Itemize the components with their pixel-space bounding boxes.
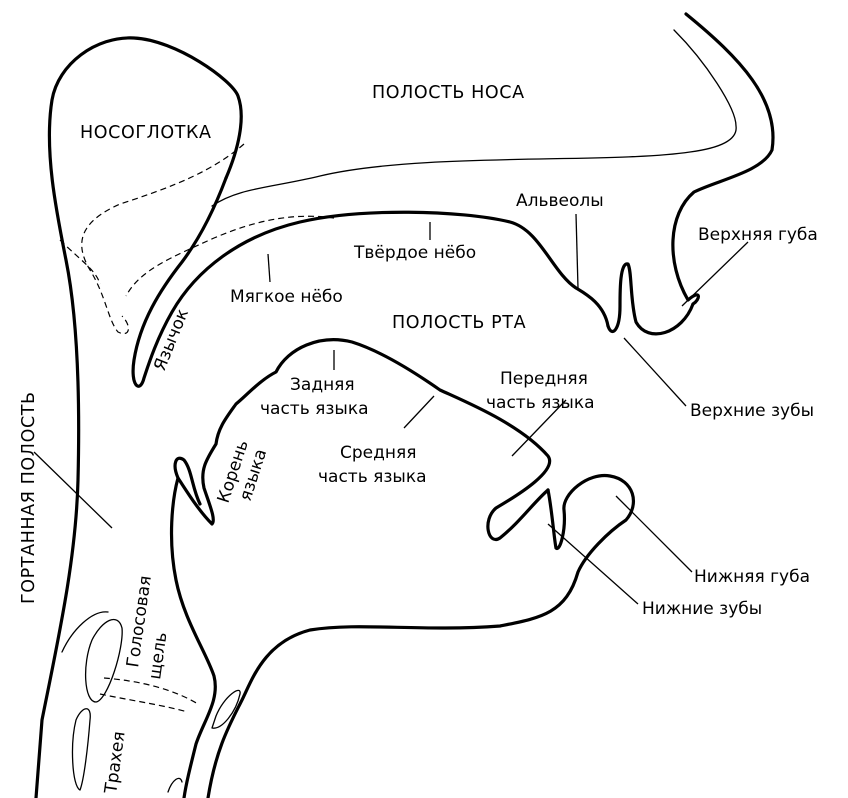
velum-dashed-2 [125, 215, 335, 297]
leader-mid-tongue [403, 395, 435, 429]
label-upper-teeth: Верхние зубы [690, 401, 814, 421]
esophagus-shape-2 [167, 777, 183, 793]
nasopharynx-outline [34, 36, 243, 798]
label-nasopharynx: НОСОГЛОТКА [80, 123, 212, 143]
label-lower-lip: Нижняя губа [694, 567, 810, 587]
label-nasal-cavity: ПОЛОСТЬ НОСА [372, 83, 525, 103]
lower-teeth-outline [206, 473, 636, 798]
label-glottis-2: щель [145, 631, 171, 681]
velum-dashed-3 [59, 239, 101, 285]
tongue-outline [173, 338, 552, 542]
label-lower-teeth: Нижние зубы [642, 599, 762, 619]
palate-outline [131, 176, 610, 388]
label-soft-palate: Мягкое нёбо [230, 287, 343, 307]
label-mid-tongue-1: Средняя [340, 443, 416, 463]
trachea-ring-1 [84, 618, 123, 703]
trachea-ring-2 [71, 708, 91, 791]
glottis-dashed-2 [99, 693, 189, 713]
leader-laryngeal [33, 451, 113, 529]
label-front-tongue-1: Передняя [500, 369, 588, 389]
label-laryngeal-cavity: ГОРТАННАЯ ПОЛОСТЬ [19, 391, 39, 604]
leader-upper-teeth [623, 337, 687, 407]
nose-face-outline [671, 12, 775, 306]
label-hard-palate: Твёрдое нёбо [353, 243, 476, 263]
leader-front-tongue [511, 399, 567, 457]
leader-lower-lip [615, 495, 693, 573]
label-upper-lip: Верхняя губа [698, 225, 818, 245]
nose-inner-line [211, 29, 737, 207]
label-mid-tongue-2: часть языка [318, 467, 427, 487]
label-back-tongue-1: Задняя [290, 375, 355, 395]
upper-lip-outline [606, 262, 695, 336]
label-back-tongue-2: часть языка [260, 399, 369, 419]
esophagus-shape [211, 689, 241, 729]
leader-soft-palate [267, 253, 271, 283]
label-alveoli: Альвеолы [516, 191, 604, 211]
label-oral-cavity: ПОЛОСТЬ РТА [392, 313, 526, 333]
velum-dashed-1 [81, 143, 245, 335]
leader-upper-lip [681, 241, 749, 307]
trachea-wall [61, 611, 109, 653]
leader-alveoli [575, 213, 579, 289]
label-front-tongue-2: часть языка [486, 393, 595, 413]
glottis-dashed [103, 677, 199, 705]
larynx-anterior-wall [169, 476, 217, 798]
leader-lower-teeth [547, 523, 639, 605]
label-trachea: Трахея [101, 730, 130, 796]
